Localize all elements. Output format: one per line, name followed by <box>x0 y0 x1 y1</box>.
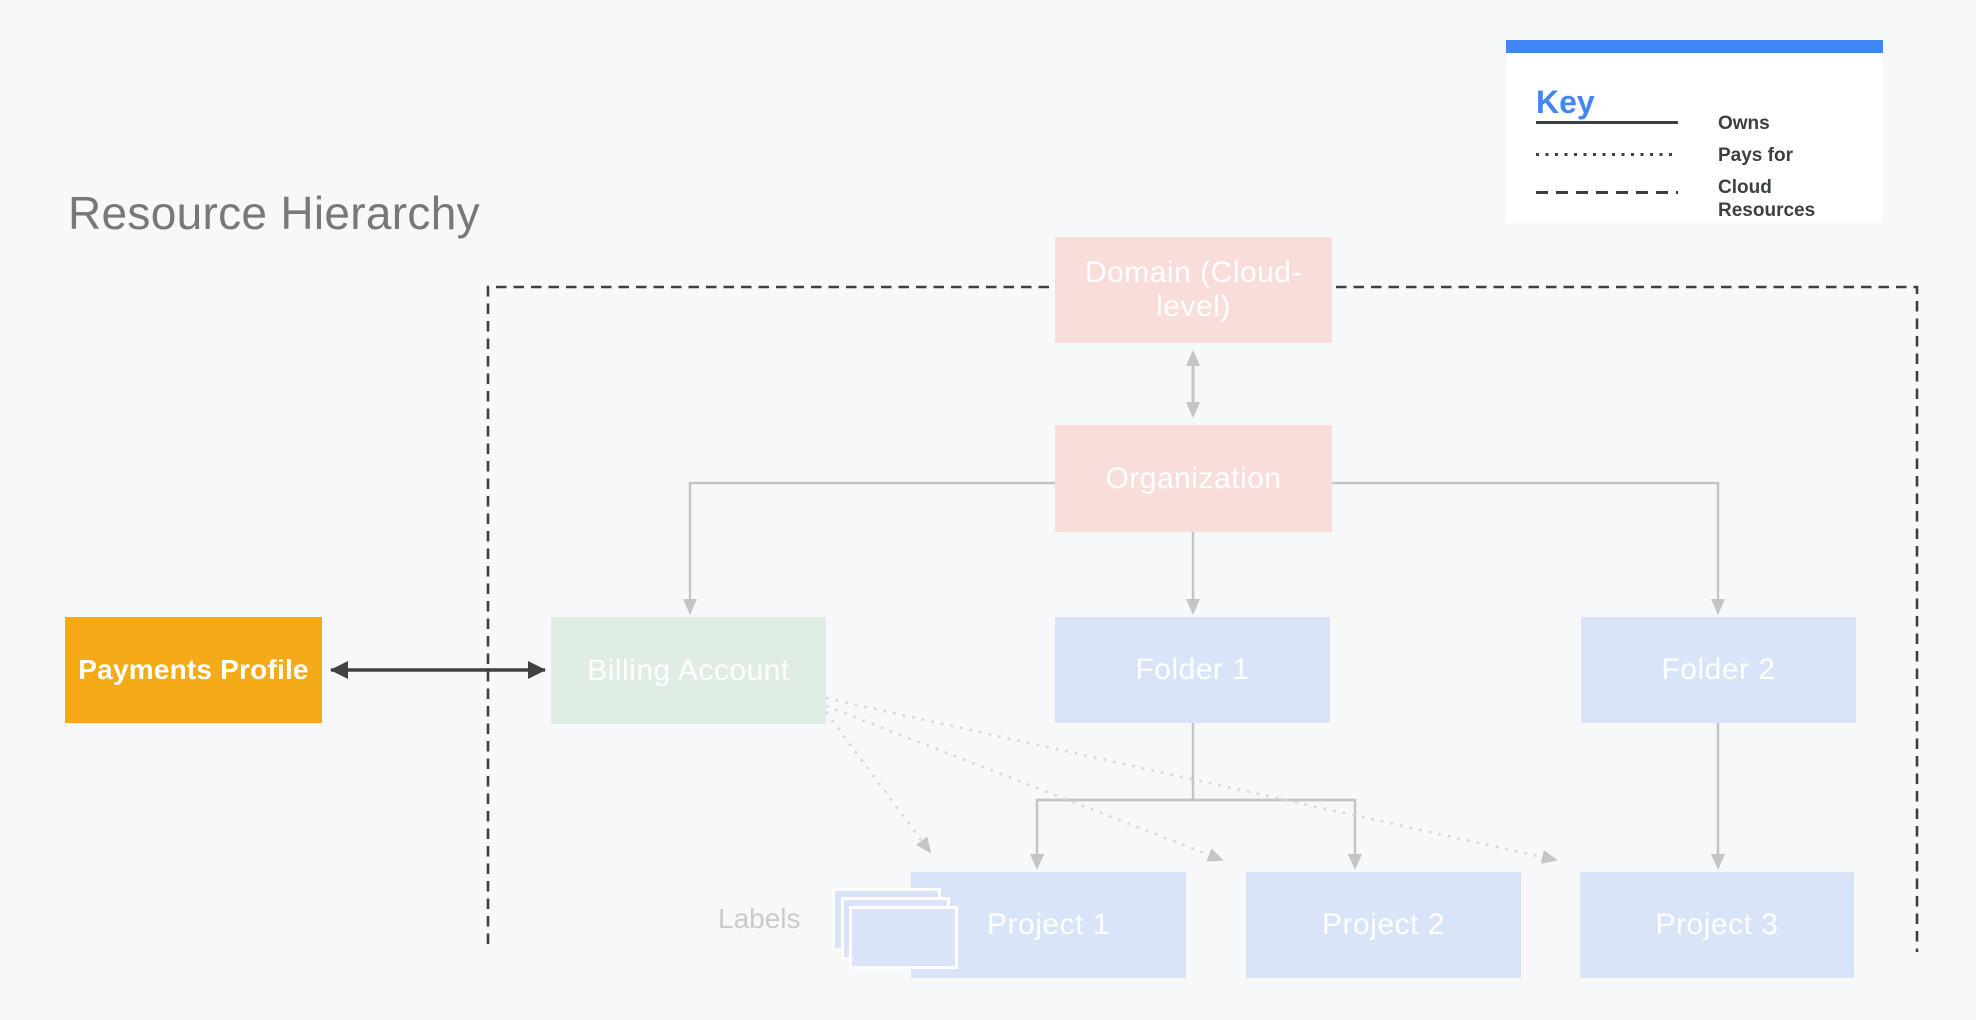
legend-accent-bar <box>1506 40 1883 53</box>
node-domain-label: Domain (Cloud-level) <box>1084 256 1303 323</box>
node-folder-1: Folder 1 <box>1055 617 1330 723</box>
legend-panel: Key Owns Pays for Cloud Resources <box>1506 40 1883 223</box>
label-card-front <box>849 906 958 969</box>
legend-label-owns: Owns <box>1718 113 1770 134</box>
labels-caption: Labels <box>718 903 801 934</box>
legend-solid-line-sample <box>1536 121 1678 124</box>
page-title: Resource Hierarchy <box>68 187 480 239</box>
legend-label-cloud-resources: Cloud Resources <box>1718 177 1816 221</box>
legend-dotted-line-sample <box>1536 153 1678 156</box>
node-domain: Domain (Cloud-level) <box>1055 237 1332 343</box>
node-organization: Organization <box>1055 425 1332 532</box>
node-payments-profile-label: Payments Profile <box>78 654 309 685</box>
node-folder-2-label: Folder 2 <box>1661 653 1776 686</box>
owns-arrow-organization-folder2 <box>1332 481 1725 615</box>
owns-arrow-folder1-project2 <box>1037 798 1362 870</box>
legend-dashed-line-sample <box>1536 191 1678 194</box>
node-project-3-label: Project 3 <box>1655 908 1779 941</box>
legend-label-pays-for: Pays for <box>1718 145 1793 166</box>
node-project-1-label: Project 1 <box>987 908 1110 941</box>
node-project-2-label: Project 2 <box>1322 908 1445 941</box>
node-folder-1-label: Folder 1 <box>1135 653 1250 686</box>
pays-for-arrow-billing-project2 <box>825 704 1224 862</box>
node-project-2: Project 2 <box>1246 872 1521 978</box>
node-organization-label: Organization <box>1105 461 1282 495</box>
pays-for-arrow-billing-project1 <box>824 711 932 854</box>
node-project-3: Project 3 <box>1580 872 1854 978</box>
node-folder-2: Folder 2 <box>1581 617 1856 723</box>
node-payments-profile: Payments Profile <box>65 617 322 723</box>
pays-for-arrow-billing-project3 <box>825 696 1558 864</box>
owns-arrow-folder1-project1 <box>1030 798 1355 870</box>
node-billing-account: Billing Account <box>551 617 826 724</box>
node-billing-account-label: Billing Account <box>587 653 790 687</box>
owns-arrow-organization-billing <box>683 481 1055 615</box>
labels-stack-icon <box>832 888 959 974</box>
legend-title: Key <box>1536 84 1595 120</box>
